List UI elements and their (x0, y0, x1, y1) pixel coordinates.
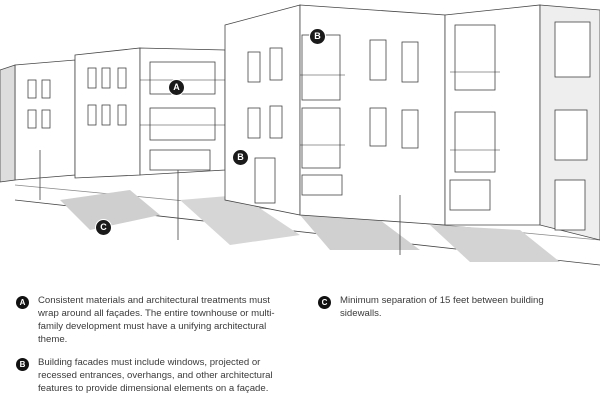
marker-c: C (95, 219, 112, 236)
shadow (180, 195, 300, 245)
shadow (300, 215, 420, 250)
balcony-railings (140, 71, 500, 151)
townhouse-illustration (0, 4, 600, 266)
note-c-text: Minimum separation of 15 feet between bu… (340, 295, 544, 319)
note-a-badge: A (16, 296, 29, 309)
marker-b-upper: B (309, 28, 326, 45)
note-c-badge: C (318, 296, 331, 309)
building-far-left-side (0, 64, 16, 183)
marker-b-lower: B (232, 149, 249, 166)
shadow (60, 190, 160, 230)
note-b-text: Building facades must include windows, p… (38, 357, 273, 394)
marker-a: A (168, 79, 185, 96)
note-a-text: Consistent materials and architectural t… (38, 295, 275, 345)
shadow (430, 225, 560, 262)
windows (27, 21, 591, 231)
note-b-badge: B (16, 358, 29, 371)
